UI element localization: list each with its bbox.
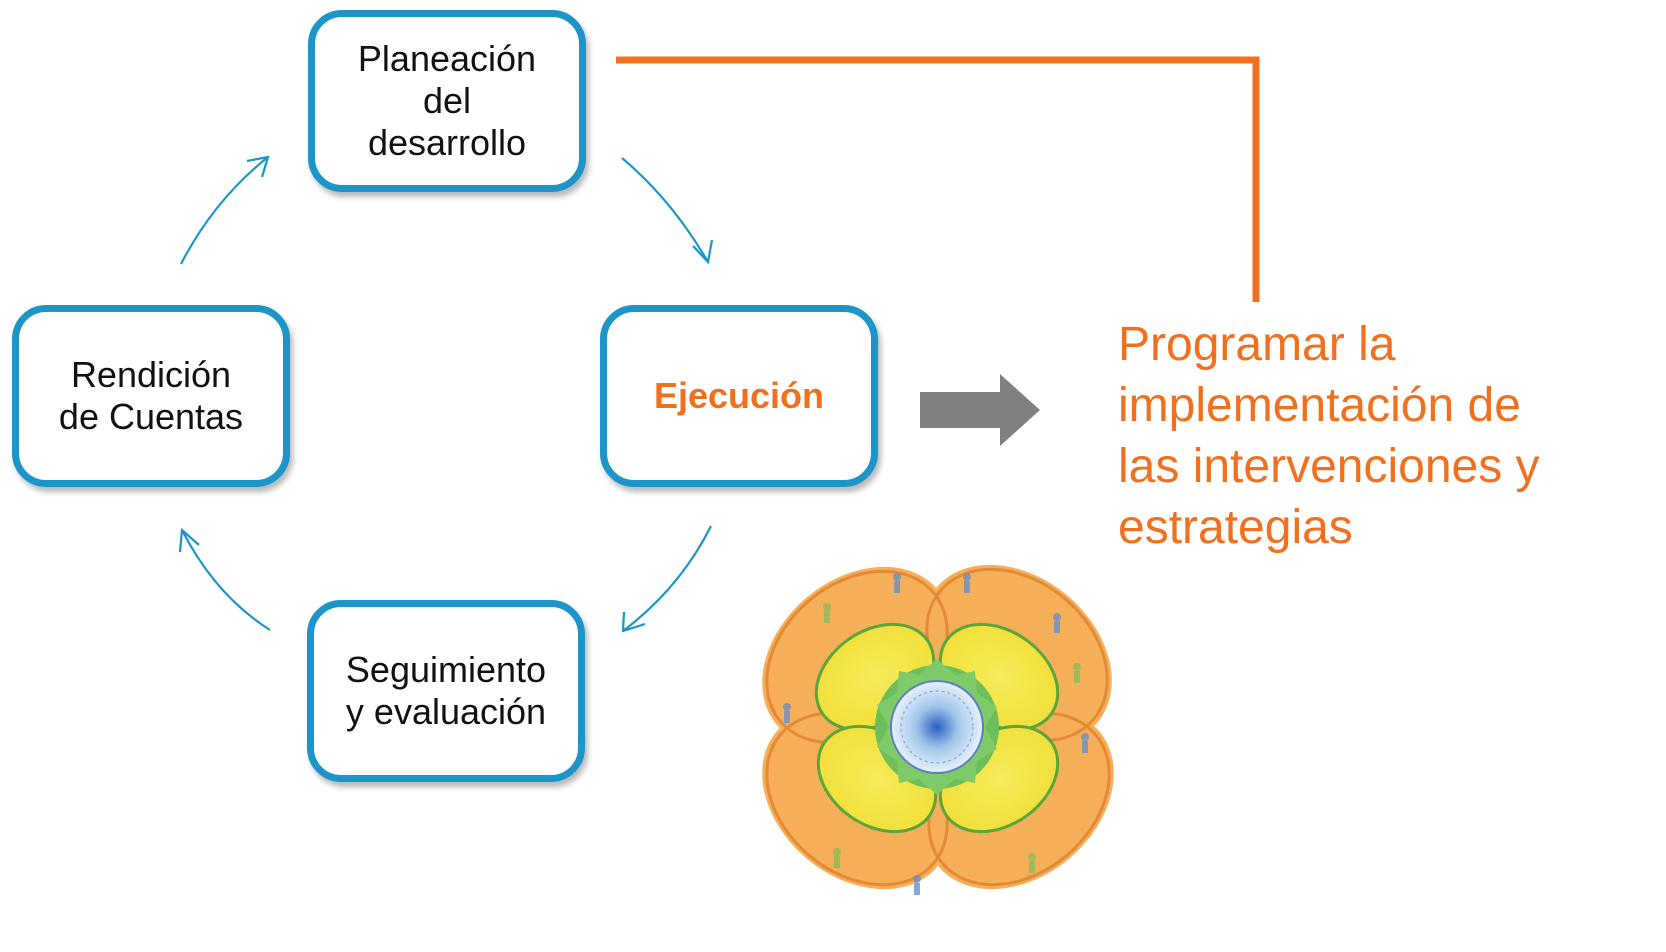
arrowhead-plan-to-exec: [692, 239, 714, 265]
arrowhead-exec-to-seg: [621, 611, 646, 633]
cycle-arrows: [178, 155, 714, 633]
orange-connector-line: [616, 56, 1260, 302]
accountability-box: Rendición de Cuentas: [12, 305, 290, 487]
arrow-seg-to-rend: [181, 529, 271, 631]
accountability-label: Rendición de Cuentas: [58, 354, 244, 437]
arrow-rend-to-plan: [180, 156, 269, 265]
execution-label: Ejecución: [653, 375, 825, 416]
planning-label: Planeación del desarrollo: [357, 38, 537, 163]
arrow-plan-to-exec: [621, 157, 709, 263]
arrow-exec-to-seg: [622, 525, 712, 632]
execution-box: Ejecución: [600, 305, 878, 487]
block-arrow: [920, 374, 1040, 446]
arrowhead-rend-to-plan: [246, 155, 270, 178]
monitoring-evaluation-box: Seguimiento y evaluación: [307, 600, 585, 782]
planning-box: Planeación del desarrollo: [308, 10, 586, 192]
callout-text: Programar la implementación de las inter…: [1118, 318, 1540, 554]
flower-illustration: [762, 564, 1114, 895]
arrowhead-seg-to-rend: [178, 527, 200, 553]
monitoring-label: Seguimiento y evaluación: [345, 649, 547, 732]
